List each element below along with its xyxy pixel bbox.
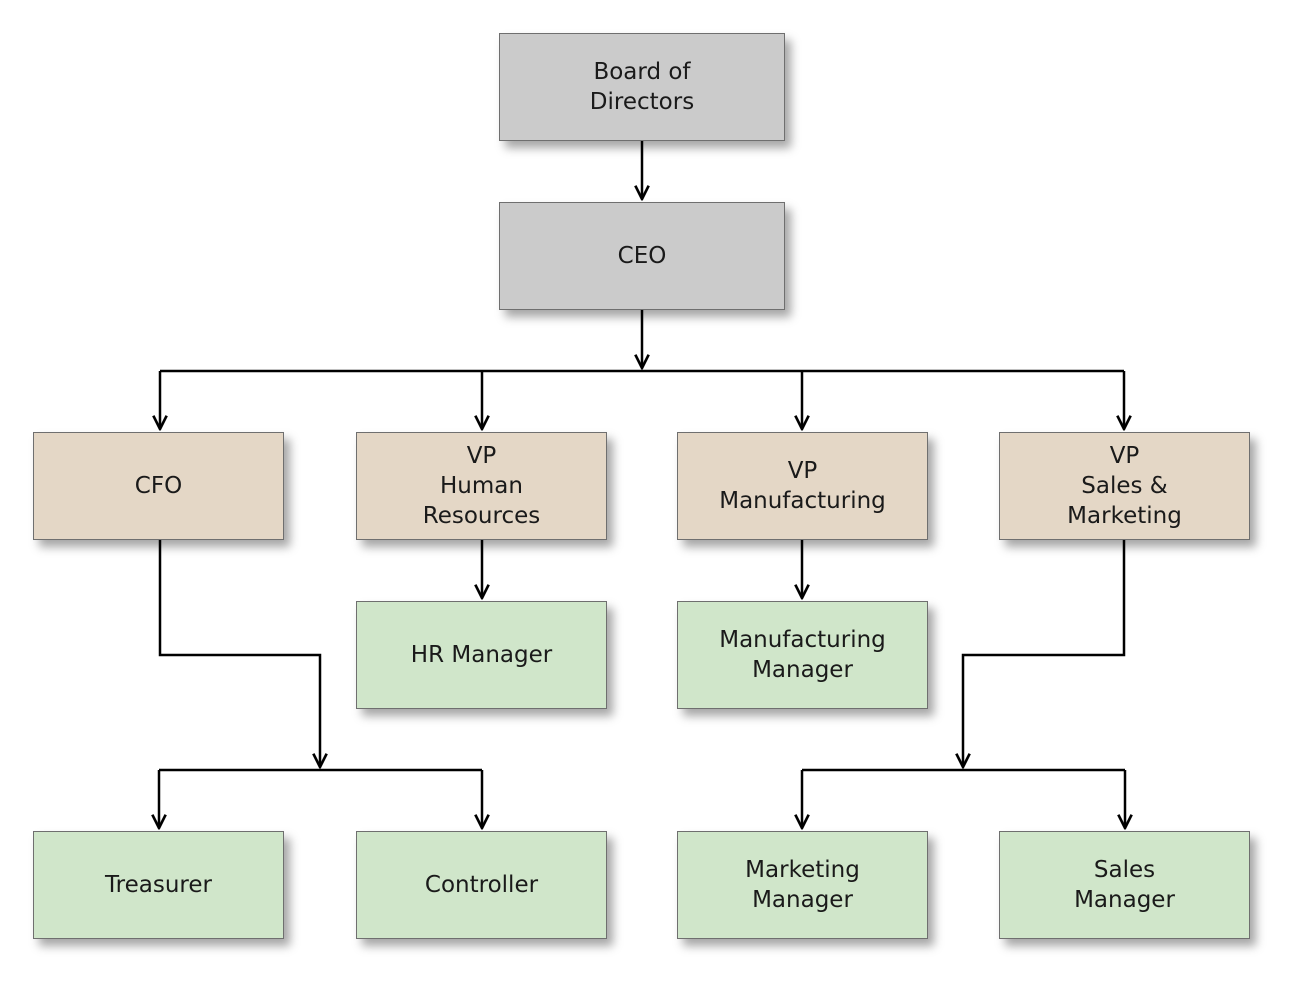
node-label: Manufacturing Manager [719, 627, 886, 683]
node-vp-manufacturing: VP Manufacturing [677, 432, 928, 540]
node-hr-manager: HR Manager [356, 601, 607, 709]
node-controller: Controller [356, 831, 607, 939]
node-vp-human-resources: VP Human Resources [356, 432, 607, 540]
edge-cfo-elbow [158, 540, 320, 767]
node-marketing-manager: Marketing Manager [677, 831, 928, 939]
node-label: HR Manager [410, 642, 553, 668]
node-label: VP Human Resources [422, 443, 541, 529]
node-vp-sales-marketing: VP Sales & Marketing [999, 432, 1250, 540]
node-label: Sales Manager [1074, 857, 1175, 913]
node-label: CFO [134, 473, 183, 499]
node-label: Controller [424, 872, 539, 898]
node-ceo: CEO [499, 202, 785, 310]
node-treasurer: Treasurer [33, 831, 284, 939]
node-label: Marketing Manager [745, 857, 860, 913]
node-manufacturing-manager: Manufacturing Manager [677, 601, 928, 709]
node-cfo: CFO [33, 432, 284, 540]
node-sales-manager: Sales Manager [999, 831, 1250, 939]
node-board-of-directors: Board of Directors [499, 33, 785, 141]
node-label: VP Manufacturing [719, 458, 886, 514]
node-label: Treasurer [105, 872, 212, 898]
node-label: CEO [617, 243, 667, 269]
edge-vp-sales-elbow [963, 540, 1126, 767]
node-label: Board of Directors [589, 59, 695, 115]
node-label: VP Sales & Marketing [1067, 443, 1182, 529]
